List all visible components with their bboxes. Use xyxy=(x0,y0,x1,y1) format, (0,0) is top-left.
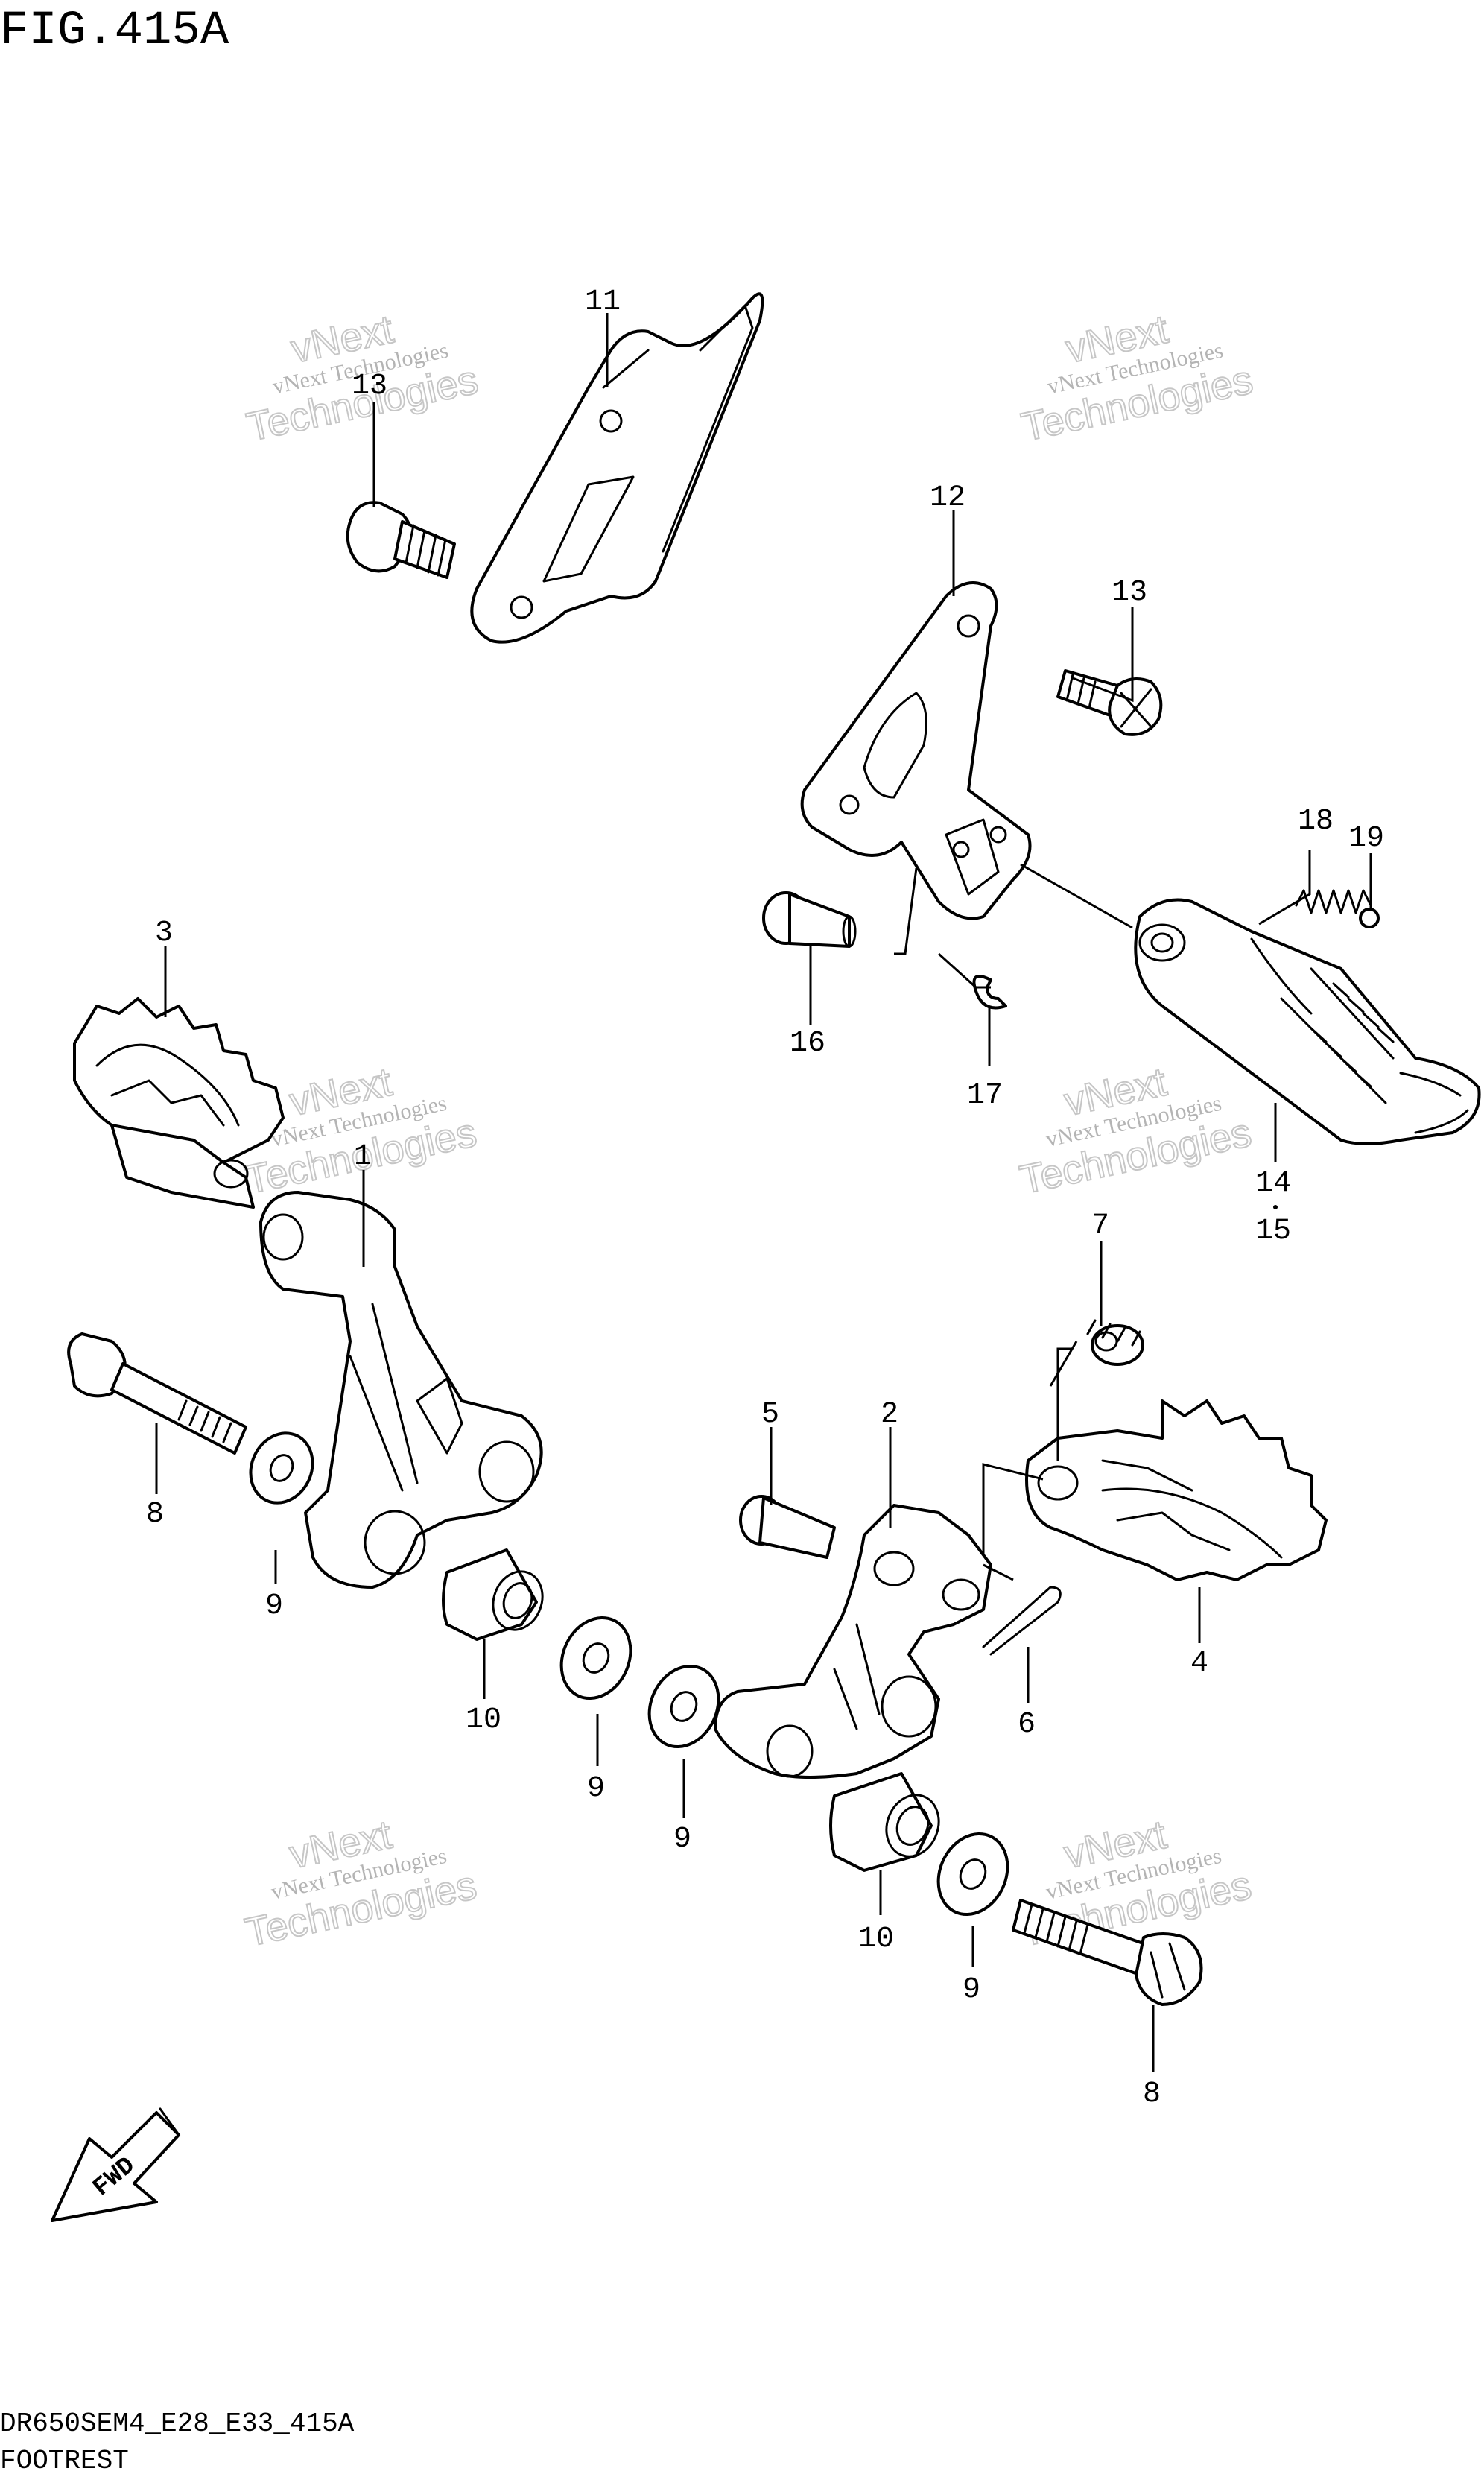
bushing-10-a xyxy=(442,1548,544,1641)
spring-18 xyxy=(1295,889,1372,914)
washer-9-c xyxy=(647,1664,720,1749)
pin-16 xyxy=(762,891,857,948)
washer-9-a xyxy=(249,1431,314,1505)
callout-9-a: 9 xyxy=(265,1589,283,1623)
callout-16: 16 xyxy=(790,1027,825,1060)
callout-8-right: 8 xyxy=(1143,2078,1161,2111)
watermark-bottom-left: vNext vNext Technologies Technologies xyxy=(241,1812,481,1956)
callout-9-b: 9 xyxy=(587,1772,605,1806)
callout-9-d: 9 xyxy=(963,1973,980,2007)
callout-6: 6 xyxy=(1018,1708,1036,1741)
callout-15: 15 xyxy=(1255,1215,1291,1248)
leader-lines xyxy=(155,313,1372,2072)
section-title: FOOTREST xyxy=(0,2446,129,2474)
figure-label: FIG.415A xyxy=(0,4,229,58)
callout-14: 14 xyxy=(1255,1167,1291,1200)
pin-5 xyxy=(739,1495,836,1559)
footrest-4 xyxy=(1025,1399,1328,1581)
callout-8-left: 8 xyxy=(146,1498,164,1531)
bolt-13-left xyxy=(346,501,456,579)
bushing-10-b xyxy=(829,1772,940,1872)
callout-1: 1 xyxy=(354,1140,372,1174)
washer-9-b xyxy=(559,1616,632,1701)
watermark-top-right: vNext vNext Technologies Technologies xyxy=(1017,306,1258,451)
ball-19 xyxy=(1359,908,1380,928)
spring-7 xyxy=(1086,1319,1144,1366)
callout-18: 18 xyxy=(1298,805,1334,838)
callout-2: 2 xyxy=(881,1398,898,1431)
bolt-8-left xyxy=(67,1332,247,1455)
clip-17 xyxy=(972,975,1007,1010)
callout-17: 17 xyxy=(967,1079,1003,1113)
callout-10-a: 10 xyxy=(466,1703,501,1737)
callout-13-right: 13 xyxy=(1112,576,1147,610)
callout-12: 12 xyxy=(930,481,965,515)
callout-19: 19 xyxy=(1348,822,1384,855)
footrest-3 xyxy=(73,997,285,1209)
bracket-2 xyxy=(714,1504,992,1779)
bolt-13-right xyxy=(1056,669,1163,736)
bracket-1 xyxy=(259,1191,543,1589)
callout-5: 5 xyxy=(761,1398,779,1431)
callout-9-c: 9 xyxy=(673,1823,691,1856)
callout-11: 11 xyxy=(585,285,621,319)
callout-4: 4 xyxy=(1190,1647,1208,1680)
callout-13-left: 13 xyxy=(352,370,387,403)
callout-10-b: 10 xyxy=(858,1923,894,1956)
washer-9-d xyxy=(936,1832,1009,1917)
fwd-arrow-icon: FWD xyxy=(51,2107,180,2222)
model-code: DR650SEM4_E28_E33_415A xyxy=(0,2408,355,2439)
callout-3: 3 xyxy=(155,917,173,950)
bolt-8-right xyxy=(1012,1899,1203,2006)
callouts: 11 13 12 13 18 19 3 16 17 1 14 15 7 8 5 … xyxy=(146,285,1384,2111)
heel-guard-plate xyxy=(470,292,764,644)
watermark-mid-right: vNext vNext Technologies Technologies xyxy=(1015,1059,1256,1203)
footrest-bracket-12 xyxy=(800,581,1032,920)
footrest-14 xyxy=(1134,898,1481,1145)
cotter-pin-6 xyxy=(982,1586,1062,1656)
callout-7: 7 xyxy=(1091,1209,1109,1243)
